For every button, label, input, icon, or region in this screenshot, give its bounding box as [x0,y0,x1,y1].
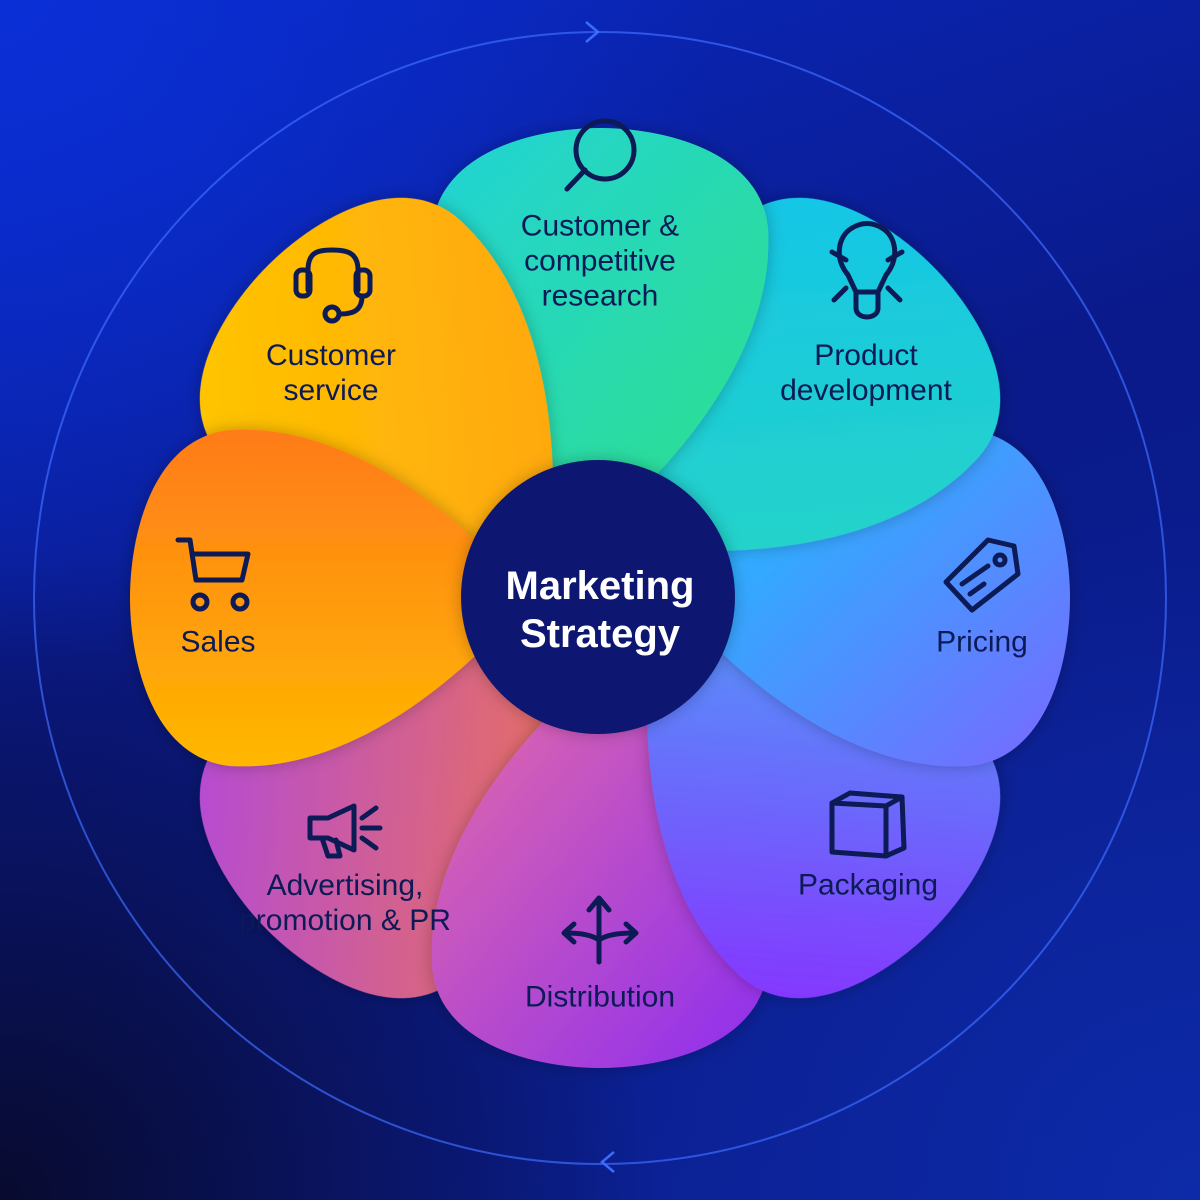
petal-label-pricing: Pricing [936,625,1028,659]
center-title: Marketing Strategy [505,564,695,656]
price-tag-icon [943,537,1021,613]
petal-label-service: Customer service [265,339,397,407]
lightbulb-icon [829,221,905,320]
magnifier-icon [564,118,637,192]
ring-arrow-top-icon [585,21,600,43]
petal-label-distribution: Distribution [524,980,676,1014]
petal-label-research: Customer & competitive research [520,209,680,313]
petal-label-advertising: Advertising, promotion & PR [239,869,451,937]
ring-arrow-bottom-icon [600,1151,615,1173]
cycle-ring [33,31,1167,1165]
box-icon [829,790,907,859]
petal-label-packaging: Packaging [797,868,939,902]
megaphone-icon [307,803,383,859]
petal-sales [130,429,530,767]
center-hub [461,460,735,734]
petal-label-sales: Sales [180,625,256,659]
split-arrows-icon [561,895,639,965]
petal-label-product: Product development [780,339,952,407]
shopping-cart-icon [175,537,251,612]
headset-icon [293,247,373,324]
